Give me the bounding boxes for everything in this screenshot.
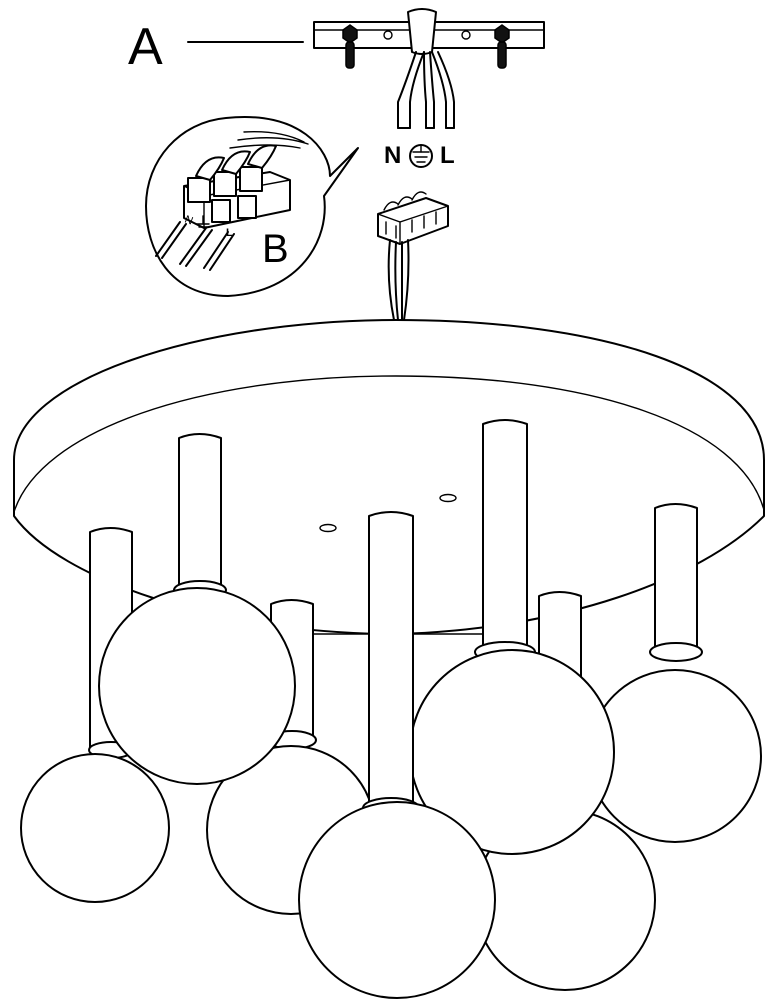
terminal-label-n: N [183, 214, 195, 228]
lamp-arm [588, 503, 762, 843]
lamp-arm [98, 433, 296, 785]
wire-earth [423, 51, 427, 129]
label-a: A [128, 18, 304, 76]
wire-n [397, 51, 417, 129]
terminal-ground-icon [196, 215, 210, 228]
screw-right-icon [494, 24, 510, 69]
terminal-block-small [377, 191, 449, 321]
wire-label-n: N [384, 142, 401, 169]
screw-left-icon [342, 24, 358, 69]
wire-label-l: L [440, 142, 455, 169]
lamp-arm [298, 511, 496, 999]
label-b-text: B [262, 227, 289, 271]
glass-globe [98, 587, 296, 785]
mounting-bracket [313, 8, 545, 129]
label-a-text: A [128, 18, 163, 76]
wire-l [431, 51, 447, 129]
canopy-screw-hole [319, 523, 337, 533]
bracket-hole [461, 30, 471, 40]
wire-labels: N L [384, 142, 455, 169]
canopy-screw-hole [439, 493, 457, 503]
glass-globe [298, 801, 496, 999]
glass-globe [20, 753, 170, 903]
callout-b: N L B [145, 115, 359, 297]
ground-icon [409, 144, 433, 168]
supply-cable [407, 8, 437, 55]
lamp-arm [409, 419, 615, 855]
bracket-hole [383, 30, 393, 40]
terminal-label-l: L [226, 227, 233, 239]
